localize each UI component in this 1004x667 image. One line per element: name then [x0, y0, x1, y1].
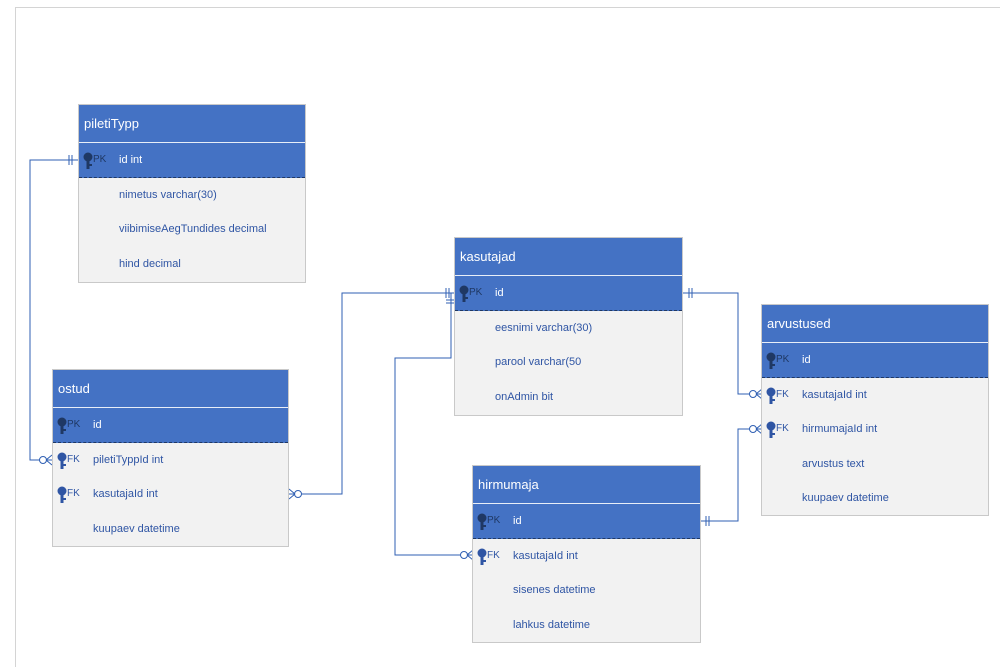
pk-label: PK: [67, 419, 81, 430]
relation-kasutajad-arvustused[interactable]: [682, 288, 763, 400]
key-icon: [766, 352, 776, 369]
relation-pilettyyp-ostud[interactable]: [29, 155, 79, 466]
column-id: id int: [119, 154, 143, 166]
field-row[interactable]: kuupaev datetime: [53, 512, 288, 547]
fk-label: FK: [67, 488, 80, 499]
fk-label: FK: [776, 423, 789, 434]
column-kasutajaid: kasutajaId int: [93, 488, 158, 500]
field-row[interactable]: sisenes datetime: [473, 573, 700, 608]
column-kasutajaid: kasutajaId int: [802, 388, 867, 401]
relation-hirmumaja-arvustused[interactable]: [700, 423, 763, 526]
diagram-canvas: [15, 7, 1000, 667]
column-id: id: [513, 515, 522, 527]
entity-title[interactable]: kasutajad: [455, 238, 682, 276]
entity-ostud[interactable]: ostud PK id FK piletiTyppId int FK kasut…: [52, 369, 289, 547]
key-icon: [766, 387, 776, 404]
pk-label: PK: [469, 287, 483, 298]
entity-kasutajad[interactable]: kasutajad PK id eesnimi varchar(30) paro…: [454, 237, 683, 416]
relation-kasutajad-ostud[interactable]: [288, 288, 455, 500]
column-kasutajaid: kasutajaId int: [513, 549, 578, 562]
pk-row[interactable]: PK id: [455, 276, 682, 311]
entity-piletityyp[interactable]: piletiTypp PK id int nimetus varchar(30)…: [78, 104, 306, 283]
entity-hirmumaja[interactable]: hirmumaja PK id FK kasutajaId int sisene…: [472, 465, 701, 643]
entity-title[interactable]: hirmumaja: [473, 466, 700, 504]
pk-row[interactable]: PK id: [762, 343, 988, 378]
pk-row[interactable]: PK id int: [79, 143, 305, 178]
fk-row[interactable]: FK kasutajaId int: [762, 378, 988, 413]
entity-title[interactable]: arvustused: [762, 305, 988, 343]
entity-title[interactable]: ostud: [53, 370, 288, 408]
field-row[interactable]: kuupaev datetime: [762, 481, 988, 516]
column-sisenes: sisenes datetime: [513, 584, 596, 596]
column-kuupaev: kuupaev datetime: [93, 522, 180, 535]
pk-label: PK: [776, 354, 790, 365]
column-hirmumajaid: hirmumajaId int: [802, 423, 878, 435]
fk-row[interactable]: FK kasutajaId int: [473, 539, 700, 574]
field-row[interactable]: lahkus datetime: [473, 608, 700, 643]
key-icon: [766, 421, 776, 438]
field-row[interactable]: viibimiseAegTundides decimal: [79, 212, 305, 247]
column-id: id: [802, 354, 811, 366]
column-arvustus: arvustus text: [802, 457, 865, 470]
column-kuupaev: kuupaev datetime: [802, 492, 889, 504]
column-id: id: [93, 419, 102, 431]
column-nimetus: nimetus varchar(30): [119, 188, 217, 201]
key-icon: [57, 486, 67, 503]
column-hind: hind decimal: [119, 257, 181, 270]
column-parool: parool varchar(50: [495, 356, 582, 368]
column-pilettyypid: piletiTyppId int: [93, 453, 164, 466]
fk-label: FK: [776, 388, 789, 400]
field-row[interactable]: arvustus text: [762, 447, 988, 482]
pk-label: PK: [93, 154, 107, 165]
key-icon: [477, 548, 487, 565]
fk-row[interactable]: FK kasutajaId int: [53, 477, 288, 512]
column-lahkus: lahkus datetime: [513, 618, 591, 631]
key-icon: [57, 417, 67, 434]
column-id: id: [495, 287, 504, 299]
fk-label: FK: [67, 453, 80, 465]
field-row[interactable]: nimetus varchar(30): [79, 178, 305, 213]
field-row[interactable]: onAdmin bit: [455, 380, 682, 415]
key-icon: [57, 452, 67, 469]
pk-label: PK: [487, 515, 501, 526]
field-row[interactable]: eesnimi varchar(30): [455, 311, 682, 346]
pk-row[interactable]: PK id: [473, 504, 700, 539]
column-viibimiseaegtundides: viibimiseAegTundides decimal: [119, 223, 267, 235]
pk-row[interactable]: PK id: [53, 408, 288, 443]
entity-arvustused[interactable]: arvustused PK id FK kasutajaId int FK hi…: [761, 304, 989, 516]
key-icon: [477, 513, 487, 530]
column-eesnimi: eesnimi varchar(30): [495, 321, 593, 334]
key-icon: [83, 152, 93, 169]
fk-label: FK: [487, 549, 500, 561]
field-row[interactable]: hind decimal: [79, 247, 305, 282]
key-icon: [459, 285, 469, 302]
column-onadmin: onAdmin bit: [495, 390, 554, 403]
field-row[interactable]: parool varchar(50: [455, 345, 682, 380]
fk-row[interactable]: FK hirmumajaId int: [762, 412, 988, 447]
entity-title[interactable]: piletiTypp: [79, 105, 305, 143]
fk-row[interactable]: FK piletiTyppId int: [53, 443, 288, 478]
